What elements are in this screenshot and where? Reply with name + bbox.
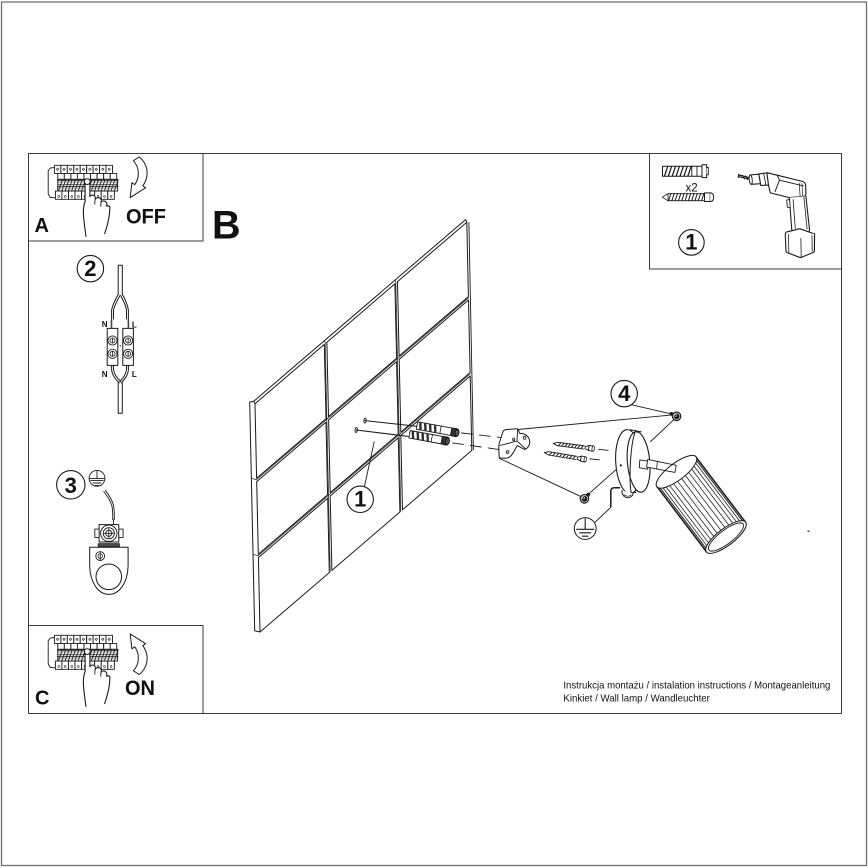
svg-text:B: B: [212, 204, 241, 248]
svg-text:1: 1: [354, 487, 366, 512]
svg-text:3: 3: [65, 473, 77, 498]
svg-text:2: 2: [84, 256, 96, 281]
svg-text:C: C: [35, 688, 49, 710]
svg-text:ON: ON: [125, 677, 155, 700]
svg-text:L: L: [132, 370, 137, 379]
svg-text:4: 4: [618, 381, 631, 406]
svg-text:N: N: [102, 370, 108, 379]
svg-text:Instrukcja montażu / instalati: Instrukcja montażu / instalation instruc…: [563, 680, 830, 692]
svg-text:N: N: [102, 320, 108, 329]
svg-text:A: A: [35, 215, 49, 237]
svg-text:Kinkiet / Wall lamp / Wandleuc: Kinkiet / Wall lamp / Wandleuchter: [563, 693, 710, 705]
svg-text:OFF: OFF: [126, 206, 166, 229]
svg-text:L: L: [132, 320, 137, 329]
svg-text:x2: x2: [686, 183, 698, 195]
svg-text:1: 1: [685, 230, 697, 255]
